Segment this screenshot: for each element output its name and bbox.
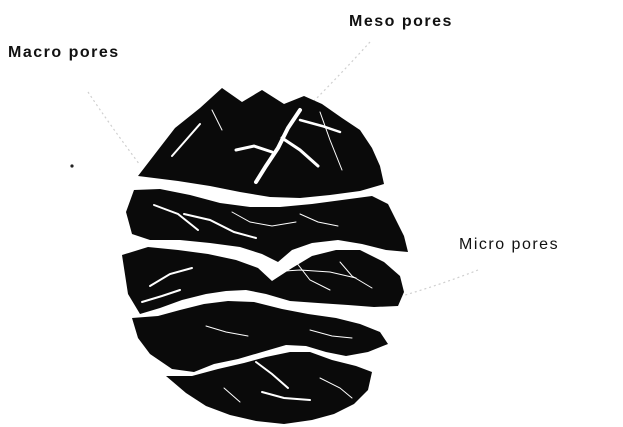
micro-pores-label: Micro pores bbox=[459, 236, 559, 254]
meso-leader-line bbox=[305, 42, 370, 110]
macro-pores-label: Macro pores bbox=[8, 44, 120, 62]
stray-dot bbox=[70, 164, 73, 167]
micro-leader-line bbox=[395, 270, 478, 298]
meso-pores-label: Meso pores bbox=[349, 13, 453, 31]
macro-leader-line bbox=[88, 92, 140, 165]
fragment-top bbox=[138, 88, 384, 198]
fragment-lower-middle bbox=[122, 247, 404, 314]
rock-particle bbox=[122, 88, 408, 424]
